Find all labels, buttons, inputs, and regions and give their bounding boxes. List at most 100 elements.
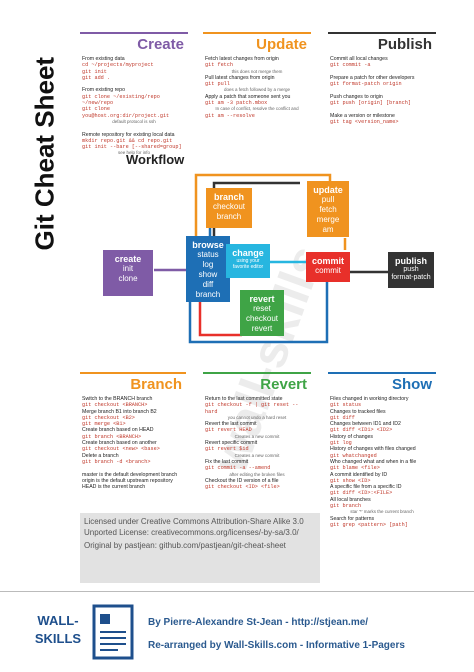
workflow-branch-node: branch checkout branch xyxy=(206,188,252,228)
workflow-commit-title: commit xyxy=(311,256,344,266)
revert-line: Creates a new commit xyxy=(234,452,280,458)
workflow-browse-title: browse xyxy=(192,240,224,250)
show-line: git grep <pattern> [path] xyxy=(330,521,408,528)
workflow-revert-node: revert reset checkout revert xyxy=(240,290,284,336)
update-line: Fetch latest changes from origin xyxy=(205,56,279,62)
update-line: In case of conflict, resolve the conflic… xyxy=(215,106,299,112)
revert-line: Return to the last committed state xyxy=(205,396,283,402)
publish-line: Push changes to origin xyxy=(330,93,383,100)
workflow-update-node: update pull fetch merge am xyxy=(307,181,349,237)
show-line: git blame <file> xyxy=(330,465,380,472)
branch-line: git branch <BRANCH> xyxy=(82,433,142,440)
revert-line: git commit -a --amend xyxy=(205,465,271,472)
show-line: git diff <ID1> <ID2> xyxy=(330,427,393,434)
show-line: Search for patterns xyxy=(330,515,375,522)
workflow-update-l4: am xyxy=(322,225,334,234)
show-line: Changes to tracked files xyxy=(330,408,386,415)
brand-top: WALL- xyxy=(37,613,79,628)
show-line: All local branches xyxy=(330,496,371,503)
branch-line: git merge <B1> xyxy=(82,421,126,428)
workflow-browse-l2: log xyxy=(202,260,214,269)
workflow-change-l2: favorite editor xyxy=(232,264,264,270)
update-heading: Update xyxy=(256,36,307,53)
create-line: see help for info xyxy=(117,150,151,156)
workflow-create-l1: init xyxy=(122,264,134,273)
revert-line: Revert specific commit xyxy=(205,440,258,447)
workflow-update-title: update xyxy=(313,185,343,195)
workflow-commit-node: commit commit xyxy=(306,252,350,282)
update-line: does a fetch followed by a merge xyxy=(223,87,291,93)
show-line: git diff xyxy=(330,414,355,421)
show-line: History of changes with files changed xyxy=(330,446,416,453)
show-line: git status xyxy=(330,402,362,409)
publish-line: Commit all local changes xyxy=(330,56,388,62)
workflow-revert-title: revert xyxy=(249,294,275,304)
workflow-create-title: create xyxy=(114,254,142,264)
branch-line: Merge branch B1 into branch B2 xyxy=(82,408,157,415)
brand-bottom: SKILLS xyxy=(34,631,82,646)
revert-line: git checkout <ID> <file> xyxy=(205,484,280,491)
publish-line: Make a version or milestone xyxy=(330,112,395,119)
workflow-commit-l1: commit xyxy=(315,266,341,275)
revert-line: after editing the broken files xyxy=(229,471,285,477)
publish-line: git tag <version_name> xyxy=(330,118,399,125)
create-line: git add . xyxy=(82,74,111,81)
workflow-change-title: change xyxy=(232,248,264,258)
branch-line: Delete a branch xyxy=(82,452,119,459)
revert-line: Fix the last commit xyxy=(205,458,249,465)
workflow-change-node: change using your favorite editor xyxy=(226,244,270,278)
workflow-publish-l1: push xyxy=(403,266,419,273)
revert-line: you cannot undo a hard reset xyxy=(227,414,287,420)
create-line: From existing repo xyxy=(82,87,125,94)
branch-line: Switch to the BRANCH branch xyxy=(82,396,153,402)
workflow-browse-node: browse status log show diff branch xyxy=(186,236,230,302)
show-heading: Show xyxy=(392,376,432,393)
author-credit: By Pierre-Alexandre St-Jean - http://stj… xyxy=(148,617,369,628)
create-line: git init --bare [--shared=group] xyxy=(82,144,182,151)
original-credit: Original by pastjean: github.com/pastjea… xyxy=(84,541,286,550)
show-line: git log xyxy=(330,440,352,447)
revert-line: git checkout -f | git reset --hard xyxy=(205,402,299,415)
workflow-label: Workflow xyxy=(126,152,185,167)
update-line: git am -3 patch.mbox xyxy=(205,100,268,107)
show-line: git whatchanged xyxy=(330,452,377,459)
create-line: default protocol is ssh xyxy=(112,118,156,124)
publish-line: git commit -a xyxy=(330,62,371,69)
publish-line: Prepare a patch for other developers xyxy=(330,74,415,81)
create-line: git clone ~/existing/repo ~/new/repo xyxy=(82,93,160,107)
license-block: Licensed under Creative Commons Attribut… xyxy=(80,513,320,583)
revert-line: Revert the last commit xyxy=(205,421,257,428)
workflow-browse-l1: status xyxy=(197,250,219,259)
update-line: Pull latest changes from origin xyxy=(205,74,275,81)
branch-line: HEAD is the current branch xyxy=(82,484,146,491)
workflow-publish-title: publish xyxy=(395,256,427,266)
update-line: this does not merge them xyxy=(231,68,283,74)
create-line: git clone you@host.org:dir/project.git xyxy=(82,106,170,119)
workflow-create-l2: clone xyxy=(118,274,138,283)
revert-line: git revert HEAD xyxy=(205,427,252,434)
document-icon xyxy=(92,604,134,660)
show-line: Changes between ID1 and ID2 xyxy=(330,421,401,428)
workflow-browse-l3: show xyxy=(198,270,218,279)
branch-line: origin is the default upstream repositor… xyxy=(82,477,173,484)
revert-section: Revert Return to the last committed stat… xyxy=(203,372,311,506)
publish-line: git push [origin] [branch] xyxy=(330,100,411,107)
update-line: Apply a patch that someone sent you xyxy=(205,93,291,100)
workflow-publish-l2: format-patch xyxy=(391,274,431,281)
workflow-branch-title: branch xyxy=(213,192,244,202)
workflow-revert-l1: reset xyxy=(253,304,271,313)
revert-heading: Revert xyxy=(260,376,307,393)
branch-line: master is the default development branch xyxy=(82,471,178,478)
create-heading: Create xyxy=(137,36,184,53)
workflow-update-l3: merge xyxy=(316,215,340,224)
workflow-update-l2: fetch xyxy=(319,205,337,214)
